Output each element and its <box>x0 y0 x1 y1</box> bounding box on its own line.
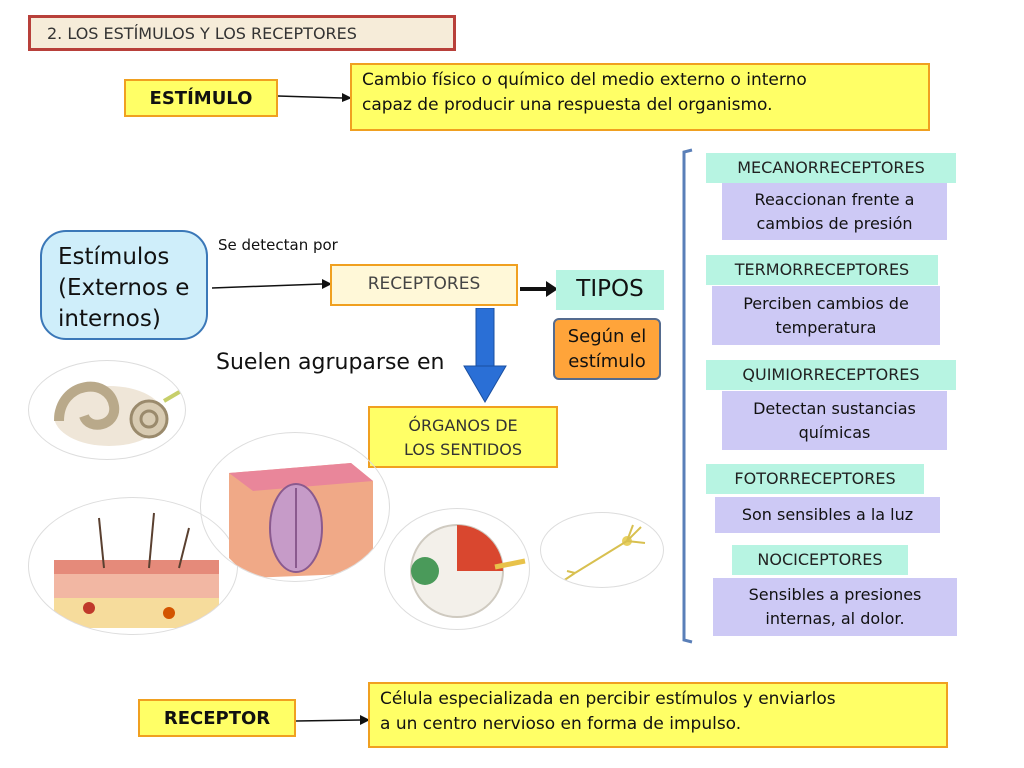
segun-line-2: estímulo <box>568 351 646 372</box>
desc-line: Detectan sustancias <box>753 398 916 418</box>
inner-ear-icon <box>54 381 183 446</box>
type-quimiorreceptores: QUIMIORRECEPTORES <box>706 360 956 390</box>
estimulos-box: Estímulos (Externos e internos) <box>40 230 208 340</box>
segun-line-1: Según el <box>567 326 647 347</box>
desc-termorreceptores: Perciben cambios de temperatura <box>712 286 940 345</box>
receptor-definition-line-2: a un centro nervioso en forma de impulso… <box>380 714 742 734</box>
desc-nociceptores: Sensibles a presiones internas, al dolor. <box>713 578 957 636</box>
type-termorreceptores: TERMORRECEPTORES <box>706 255 938 285</box>
desc-line: Reaccionan frente a <box>754 189 915 209</box>
desc-line: internas, al dolor. <box>765 609 905 628</box>
tipos-arrow-icon <box>520 281 558 297</box>
desc-line: químicas <box>798 422 871 442</box>
eye-illustration <box>384 508 530 630</box>
desc-fotorreceptores: Son sensibles a la luz <box>715 497 940 533</box>
taste-illustration <box>200 432 390 582</box>
detect-arrow-icon <box>212 279 332 289</box>
estimulos-line-1: Estímulos <box>58 244 170 270</box>
neuron-icon <box>562 524 646 582</box>
organos-line-2: LOS SENTIDOS <box>404 440 522 459</box>
type-mecanorreceptores: MECANORRECEPTORES <box>706 153 956 183</box>
skin-illustration <box>28 497 238 635</box>
types-bracket-icon <box>682 148 693 644</box>
organos-sentidos-box: ÓRGANOS DE LOS SENTIDOS <box>368 406 558 468</box>
estimulo-arrow-icon <box>278 93 352 102</box>
taste-bud-icon <box>229 463 373 578</box>
skin-icon <box>54 512 219 628</box>
type-nociceptores: NOCICEPTORES <box>732 545 908 575</box>
desc-line: Son sensibles a la luz <box>741 505 914 524</box>
desc-line: Sensibles a presiones <box>748 585 922 604</box>
page-title: 2. LOS ESTÍMULOS Y LOS RECEPTORES <box>28 15 456 51</box>
desc-line: cambios de presión <box>756 213 913 233</box>
estimulos-line-2: (Externos e <box>58 275 190 301</box>
desc-line: Perciben cambios de <box>743 293 909 313</box>
detected-by-label: Se detectan por <box>218 236 338 254</box>
receptor-label: RECEPTOR <box>138 699 296 737</box>
eye-icon <box>410 524 526 618</box>
desc-mecanorreceptores: Reaccionan frente a cambios de presión <box>722 183 947 240</box>
agruparse-label: Suelen agruparse en <box>216 350 445 375</box>
estimulo-label: ESTÍMULO <box>124 79 278 117</box>
ear-illustration <box>28 360 186 460</box>
estimulo-definition-line-1: Cambio físico o químico del medio extern… <box>362 70 807 90</box>
down-arrow-icon <box>463 308 507 403</box>
type-fotorreceptores: FOTORRECEPTORES <box>706 464 924 494</box>
estimulo-definition: Cambio físico o químico del medio extern… <box>350 63 930 131</box>
tipos-box: TIPOS <box>556 270 664 310</box>
organos-line-1: ÓRGANOS DE <box>408 416 518 435</box>
desc-line: temperatura <box>775 317 877 337</box>
receptor-definition: Célula especializada en percibir estímul… <box>368 682 948 748</box>
segun-estimulo-box: Según el estímulo <box>553 318 661 380</box>
neuron-illustration <box>540 512 664 588</box>
receptor-arrow-icon <box>296 715 370 725</box>
receptores-box: RECEPTORES <box>330 264 518 306</box>
estimulo-definition-line-2: capaz de producir una respuesta del orga… <box>362 95 773 115</box>
estimulos-line-3: internos) <box>58 306 161 332</box>
desc-quimiorreceptores: Detectan sustancias químicas <box>722 391 947 450</box>
receptor-definition-line-1: Célula especializada en percibir estímul… <box>380 689 836 709</box>
